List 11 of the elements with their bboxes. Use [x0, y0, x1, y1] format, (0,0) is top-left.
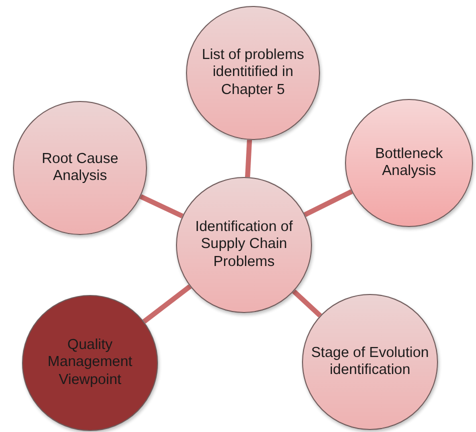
- node-label: Bottleneck Analysis: [374, 146, 444, 180]
- connector-line: [245, 140, 252, 178]
- node-label: List of problems identitified in Chapter 5: [200, 46, 306, 100]
- connector-line: [140, 194, 184, 218]
- node-label: Identification of Supply Chain Problems: [194, 218, 294, 272]
- node-label: Quality Management Viewpoint: [46, 336, 134, 390]
- connector-line: [292, 289, 322, 318]
- connector-line: [142, 284, 192, 324]
- connector-line: [304, 189, 353, 217]
- node-label: Root Cause Analysis: [40, 150, 120, 186]
- node-label: Stage of Evolution identification: [310, 344, 430, 380]
